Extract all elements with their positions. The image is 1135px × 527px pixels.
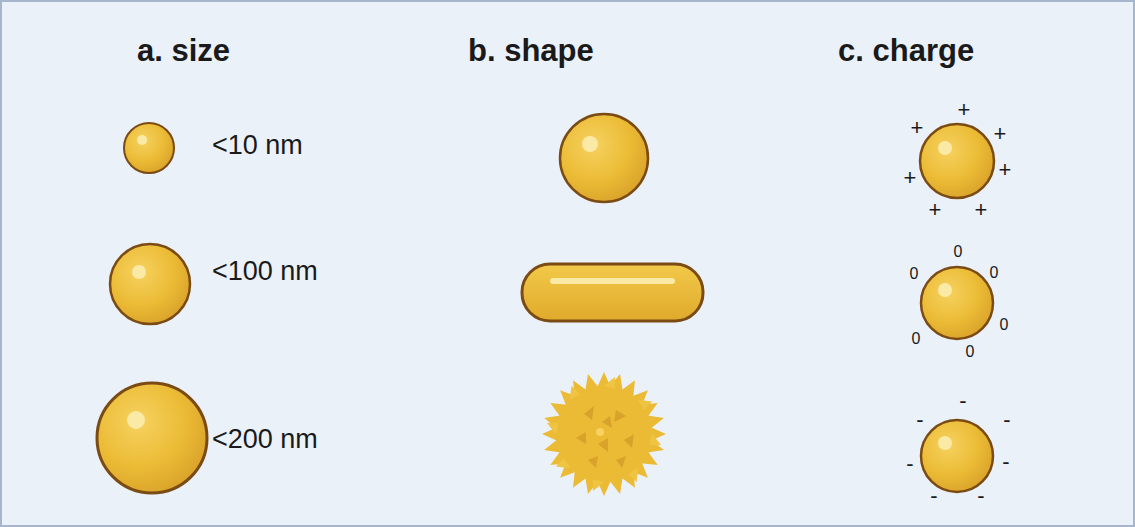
charge-sign: - [959, 390, 966, 412]
size-label: <10 nm [212, 132, 303, 159]
charge-sign: - [1003, 409, 1010, 431]
rod-shape [522, 264, 703, 321]
charge-sign: 0 [990, 265, 999, 281]
charge-sign: - [930, 485, 937, 507]
charge-sign: 0 [966, 344, 975, 360]
sphere-shape [560, 114, 648, 202]
charge-sign: - [977, 485, 984, 507]
charge-sign: 0 [954, 244, 963, 260]
column-heading: a. size [137, 35, 230, 66]
charge-sign: + [994, 123, 1007, 145]
charge-sign: + [999, 159, 1012, 181]
negative-particle [921, 420, 993, 492]
positive-particle [920, 124, 994, 198]
charge-sign: + [958, 99, 971, 121]
column-heading: b. shape [468, 35, 594, 66]
column-heading: c. charge [838, 35, 974, 66]
charge-sign: 0 [910, 266, 919, 282]
charge-sign: 0 [912, 331, 921, 347]
nanoparticle-medium [110, 244, 190, 324]
charge-sign: - [1002, 451, 1009, 473]
charge-sign: - [906, 453, 913, 475]
charge-sign: - [916, 409, 923, 431]
neutral-particle [921, 267, 993, 339]
charge-sign: + [929, 199, 942, 221]
charge-sign: + [904, 167, 917, 189]
size-label: <200 nm [212, 426, 318, 453]
spiky-shape [542, 372, 666, 496]
charge-sign: 0 [1000, 317, 1009, 333]
nanoparticle-large [97, 383, 207, 493]
charge-sign: + [911, 117, 924, 139]
size-label: <100 nm [212, 258, 318, 285]
charge-sign: + [975, 199, 988, 221]
nanoparticle-small [124, 123, 174, 173]
